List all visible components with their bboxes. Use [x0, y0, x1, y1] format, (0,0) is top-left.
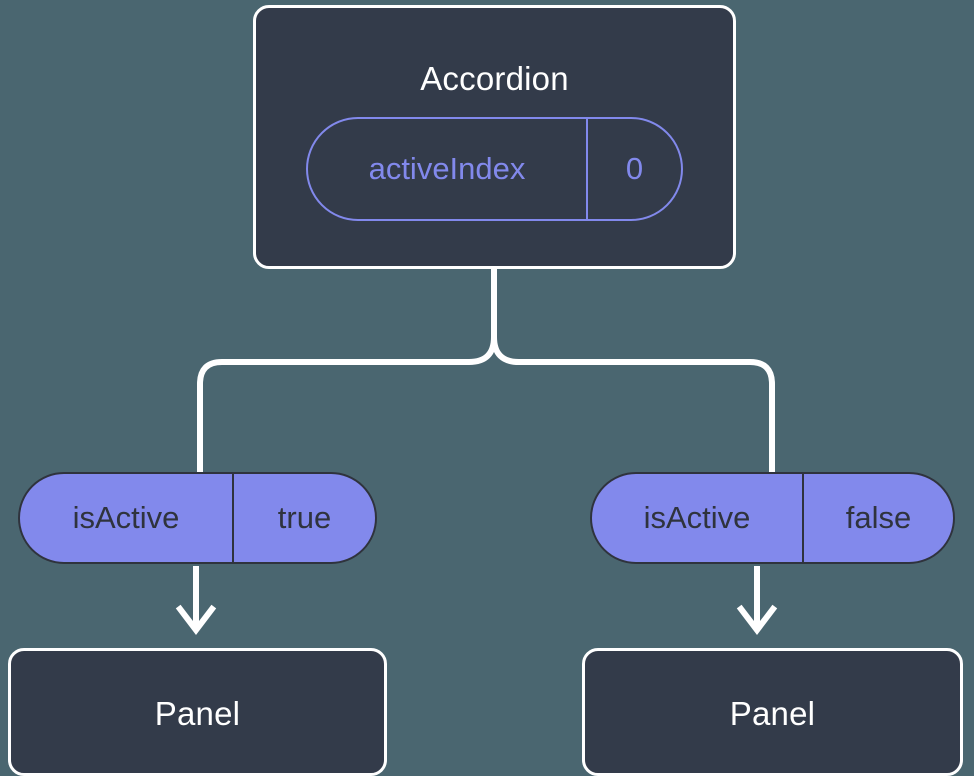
prop-pill-value: true [277, 500, 332, 535]
arrow-down-icon-left [175, 604, 217, 635]
prop-pill-key: isActive [592, 474, 804, 562]
prop-pill-is-active-true[interactable]: isActive true [18, 472, 377, 564]
state-pill-key: activeIndex [308, 119, 588, 219]
node-panel-left[interactable]: Panel [8, 648, 387, 776]
node-panel-right[interactable]: Panel [582, 648, 963, 776]
prop-pill-key: isActive [20, 474, 234, 562]
node-panel-left-title: Panel [154, 695, 241, 732]
prop-pill-value: false [845, 500, 912, 535]
state-pill-value: 0 [625, 151, 644, 186]
prop-pill-is-active-false[interactable]: isActive false [590, 472, 955, 564]
connector-branch-left [197, 336, 497, 474]
connector-branch-right [491, 336, 775, 474]
node-panel-right-title: Panel [729, 695, 816, 732]
node-accordion-title: Accordion [420, 60, 569, 97]
state-pill-active-index[interactable]: activeIndex 0 [306, 117, 683, 221]
arrow-down-icon-right [736, 604, 778, 635]
